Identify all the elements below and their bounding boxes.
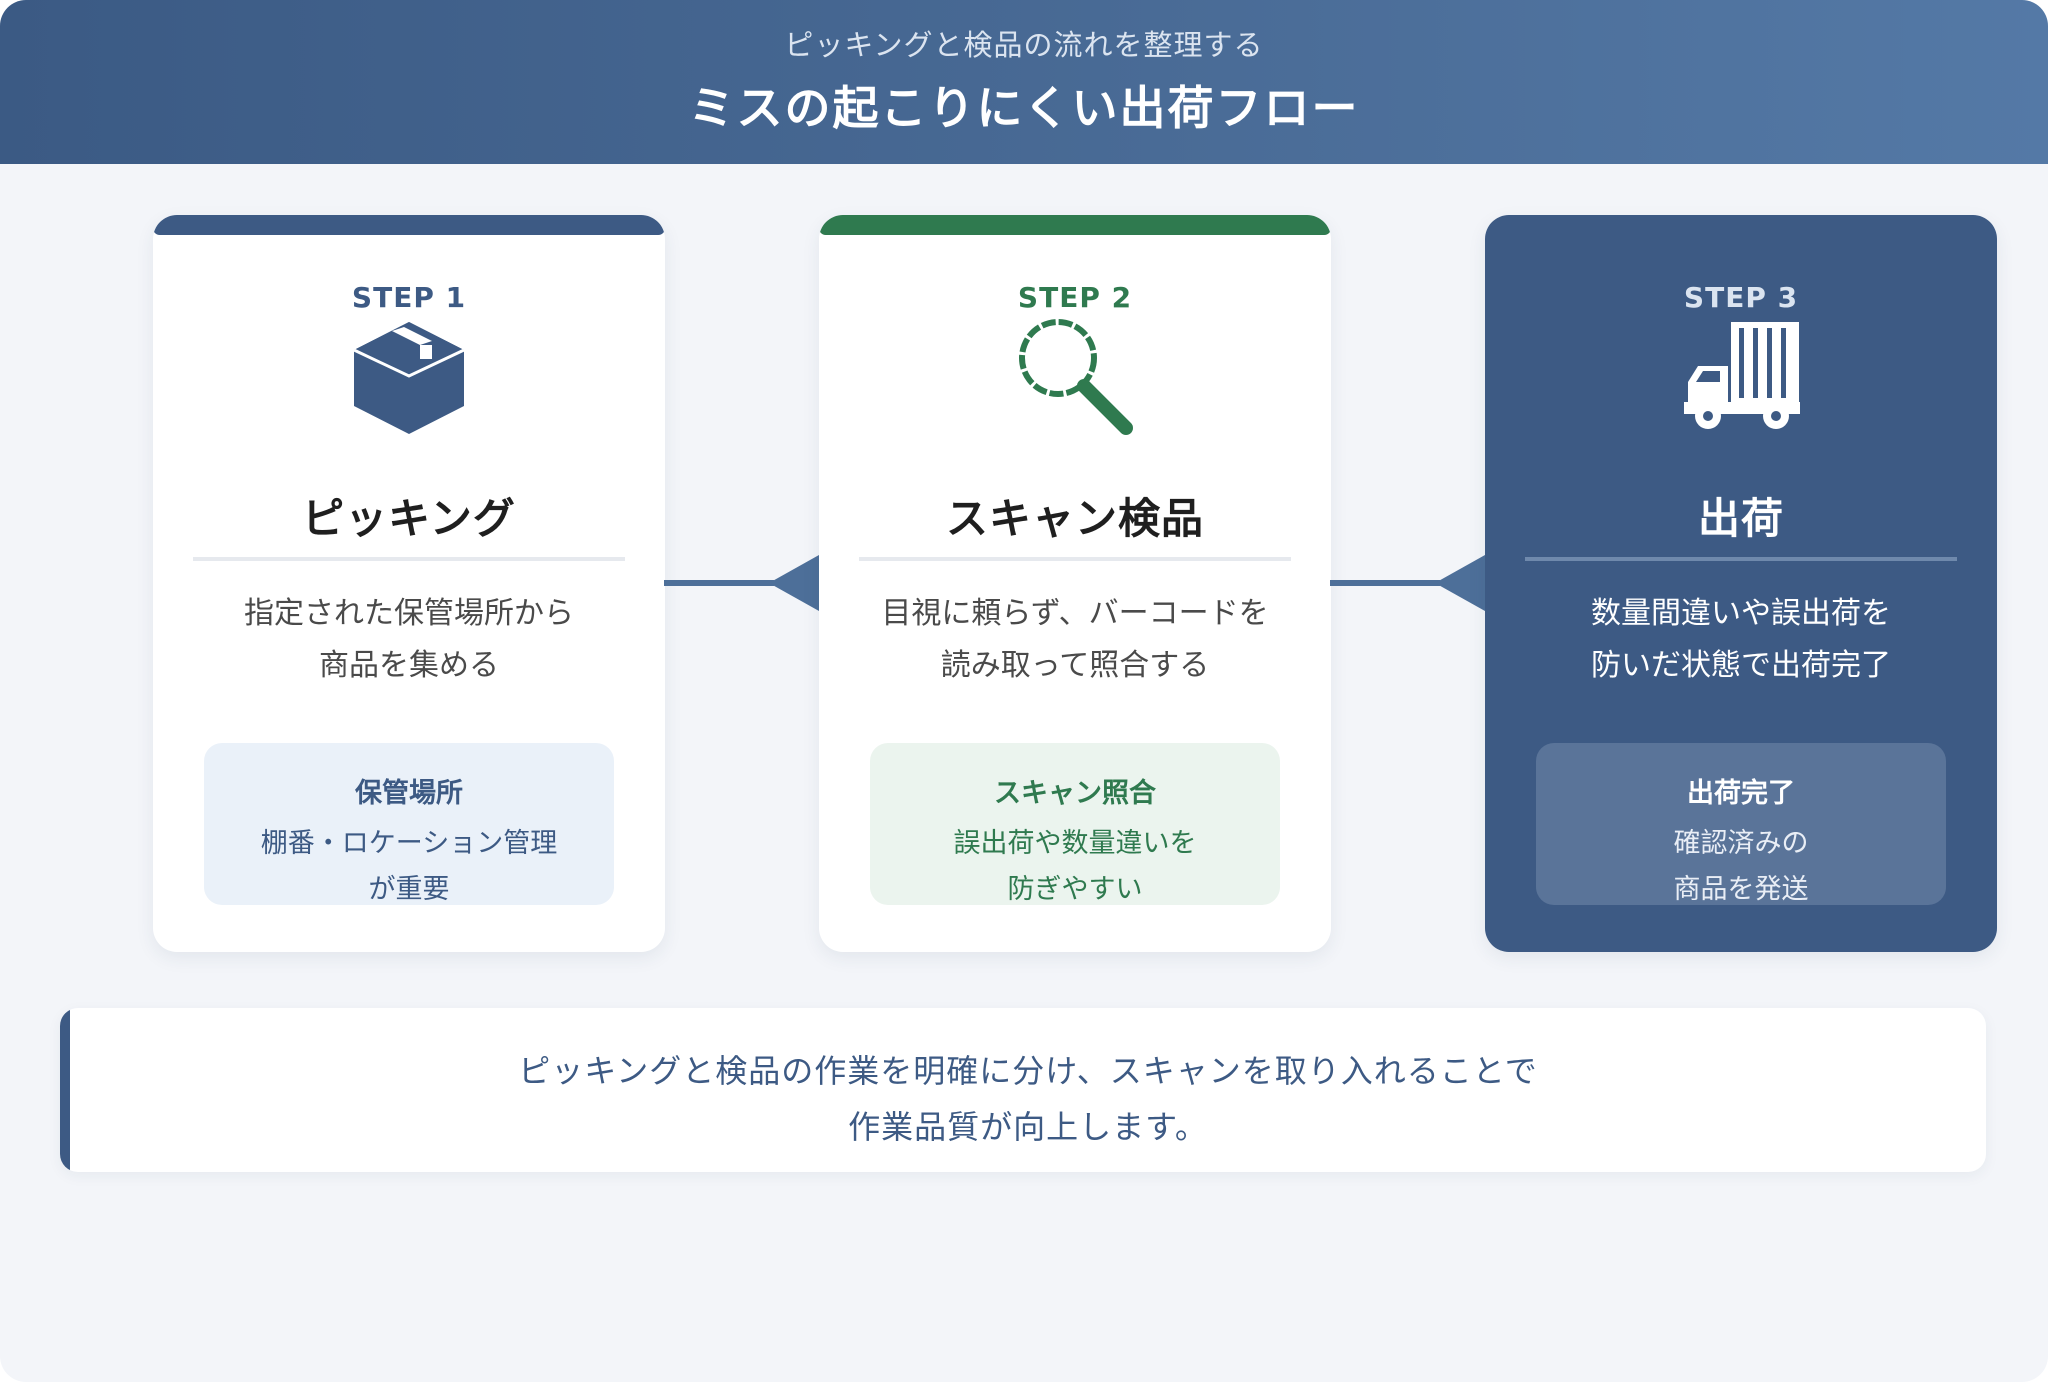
flow-arrow — [664, 555, 819, 611]
card-top-bar — [819, 215, 1331, 235]
note-line: 誤出荷や数量違いを — [953, 828, 1197, 859]
description-line: 商品を集める — [319, 648, 499, 683]
note-line: 棚番・ロケーション管理 — [260, 828, 558, 859]
note-line: 商品を発送 — [1673, 874, 1809, 905]
step-name: ピッキング — [302, 494, 516, 543]
note-title: 保管場所 — [355, 778, 463, 809]
note-title: 出荷完了 — [1687, 778, 1795, 809]
step-description: 数量間違いや誤出荷を 防いだ状態で出荷完了 — [1505, 588, 1977, 692]
description-line: 数量間違いや誤出荷を — [1591, 596, 1891, 631]
description-line: 読み取って照合する — [940, 648, 1210, 683]
step-label: STEP 2 — [1017, 281, 1133, 314]
description-line: 指定された保管場所から — [244, 596, 574, 631]
summary-accent-bar — [60, 1008, 70, 1172]
step-label: STEP 1 — [351, 281, 467, 314]
step-card-picking: STEP 1 ピッキング 指定された保管場所から 商品を集める 保管場所 棚番・… — [153, 215, 665, 952]
note-body: 誤出荷や数量違いを 防ぎやすい — [870, 821, 1280, 905]
summary-line: 作業品質が向上します。 — [848, 1108, 1208, 1146]
note-body: 棚番・ロケーション管理 が重要 — [204, 821, 614, 905]
step-name: スキャン検品 — [945, 494, 1204, 543]
card-top-bar — [153, 215, 665, 235]
note-title: スキャン照合 — [994, 778, 1156, 809]
note-box: 保管場所 棚番・ロケーション管理 が重要 — [204, 743, 614, 905]
box-icon — [353, 322, 465, 434]
note-line: 防ぎやすい — [1007, 874, 1143, 905]
description-line: 防いだ状態で出荷完了 — [1591, 648, 1891, 683]
note-body: 確認済みの 商品を発送 — [1536, 821, 1946, 905]
step-description: 指定された保管場所から 商品を集める — [173, 588, 645, 692]
step-name: 出荷 — [1697, 494, 1784, 543]
step-card-shipping: STEP 3 出荷 数量間違いや誤出荷を 防いだ状態で出荷完了 出荷完了 確認済… — [1485, 215, 1997, 952]
note-line: 確認済みの — [1673, 828, 1809, 859]
description-line: 目視に頼らず、バーコードを — [881, 596, 1269, 631]
divider — [859, 557, 1291, 561]
note-box: スキャン照合 誤出荷や数量違いを 防ぎやすい — [870, 743, 1280, 905]
note-line: が重要 — [368, 874, 450, 905]
flow-arrow — [1330, 555, 1485, 611]
truck-icon — [1684, 322, 1800, 429]
summary-line: ピッキングと検品の作業を明確に分け、スキャンを取り入れることで — [518, 1052, 1538, 1090]
step-card-scan-inspection: STEP 2 スキャン検品 目視に頼らず、バーコードを 読み取って照合する スキ… — [819, 215, 1331, 952]
note-box: 出荷完了 確認済みの 商品を発送 — [1536, 743, 1946, 905]
summary-box: ピッキングと検品の作業を明確に分け、スキャンを取り入れることで 作業品質が向上し… — [60, 1008, 1986, 1172]
step-description: 目視に頼らず、バーコードを 読み取って照合する — [839, 588, 1311, 692]
page-title: ミスの起こりにくい出荷フロー — [688, 81, 1360, 135]
step-label: STEP 3 — [1683, 281, 1799, 314]
divider — [1525, 557, 1957, 561]
magnifier-icon — [1019, 319, 1133, 435]
header-subtitle: ピッキングと検品の流れを整理する — [784, 28, 1264, 62]
divider — [193, 557, 625, 561]
header-banner: ピッキングと検品の流れを整理する ミスの起こりにくい出荷フロー — [0, 0, 2048, 164]
